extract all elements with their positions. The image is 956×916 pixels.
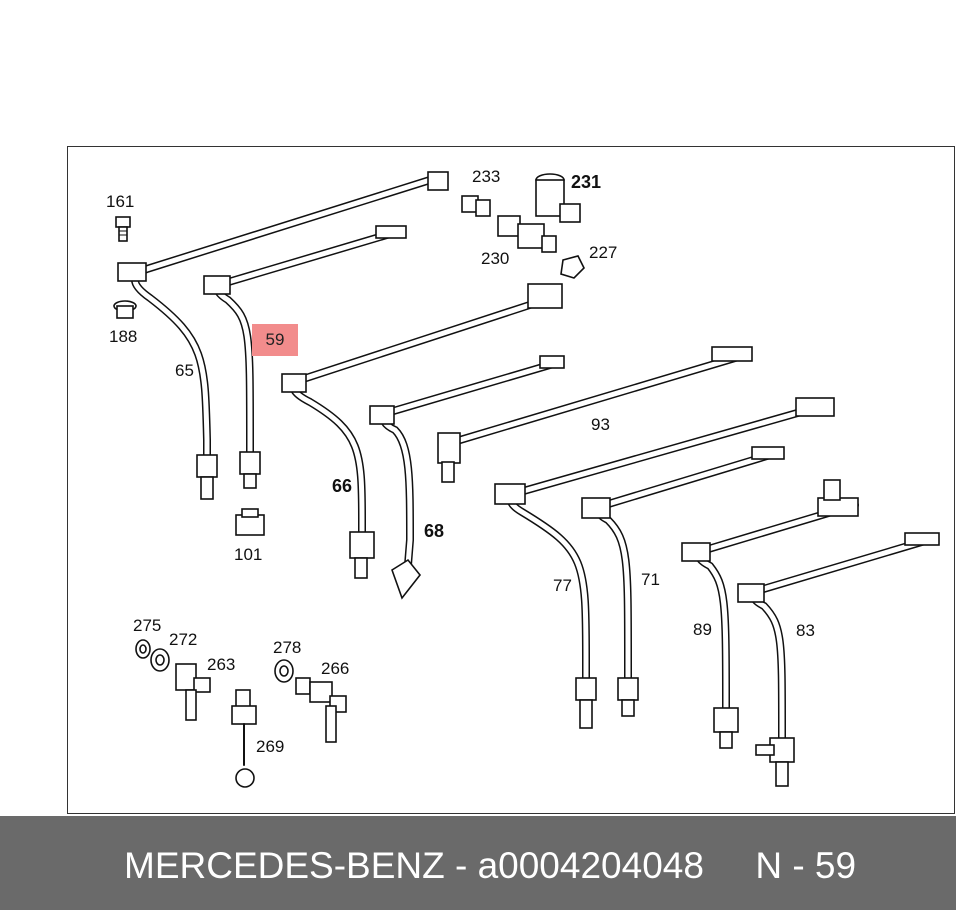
part-231-connector[interactable] <box>535 173 581 223</box>
label-89: 89 <box>693 620 712 639</box>
pipe-68[interactable] <box>369 355 565 600</box>
highlight-box <box>252 324 298 356</box>
diagram-frame <box>67 146 955 814</box>
footer-bar: MERCEDES-BENZ - a0004204048 N - 59 <box>0 816 956 910</box>
pipe-83[interactable] <box>737 532 940 787</box>
label-68: 68 <box>424 521 444 541</box>
label-231: 231 <box>571 172 601 192</box>
label-227: 227 <box>589 243 617 262</box>
label-101: 101 <box>234 545 262 564</box>
label-59-highlighted[interactable]: 59 <box>265 330 285 349</box>
label-233: 233 <box>472 167 500 186</box>
label-71: 71 <box>641 570 660 589</box>
pipe-59[interactable] <box>203 225 407 489</box>
label-275: 275 <box>133 616 161 635</box>
pipe-93[interactable] <box>437 346 753 483</box>
pipe-77[interactable] <box>494 397 835 729</box>
pipe-89[interactable] <box>681 479 859 749</box>
label-65: 65 <box>175 361 194 380</box>
label-188: 188 <box>109 327 137 346</box>
part-233-fitting[interactable] <box>461 195 491 217</box>
pipe-71[interactable] <box>581 446 785 717</box>
part-272-washer[interactable] <box>150 648 170 672</box>
label-272: 272 <box>169 630 197 649</box>
label-230: 230 <box>481 249 509 268</box>
label-83: 83 <box>796 621 815 640</box>
label-77: 77 <box>553 576 572 595</box>
pipe-65[interactable] <box>117 171 449 500</box>
part-275-washer[interactable] <box>135 639 151 659</box>
part-188-nut[interactable] <box>113 300 137 319</box>
part-266-valve[interactable] <box>295 677 347 743</box>
part-263-valve[interactable] <box>175 663 211 721</box>
label-66: 66 <box>332 476 352 496</box>
label-161: 161 <box>106 192 134 211</box>
part-269-cap[interactable] <box>231 689 257 788</box>
part-101-clip[interactable] <box>235 508 265 536</box>
footer-part-number: MERCEDES-BENZ - a0004204048 N - 59 <box>124 845 857 886</box>
part-278-washer[interactable] <box>274 659 294 683</box>
label-269: 269 <box>256 737 284 756</box>
part-230-union[interactable] <box>497 215 557 253</box>
label-263: 263 <box>207 655 235 674</box>
label-278: 278 <box>273 638 301 657</box>
label-93: 93 <box>591 415 610 434</box>
part-227-nut[interactable] <box>560 255 585 279</box>
parts-diagram: 161 188 65 101 233 231 230 227 66 68 93 … <box>106 167 940 788</box>
part-161-bolt[interactable] <box>115 216 131 242</box>
pipe-66[interactable] <box>281 283 563 579</box>
label-266: 266 <box>321 659 349 678</box>
